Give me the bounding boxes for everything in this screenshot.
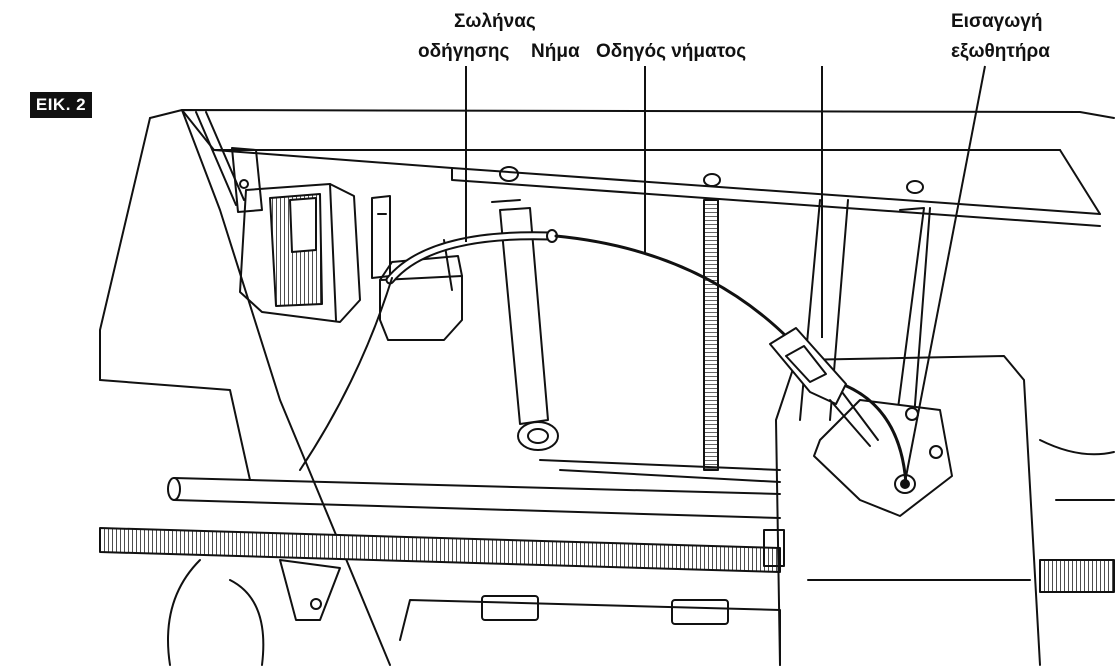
- label-feed-tube-line2: οδήγησης: [418, 41, 510, 62]
- label-feed-tube-line1: Σωλήνας: [454, 11, 536, 32]
- top-frame: [149, 109, 1115, 227]
- filament-guide: [769, 327, 879, 447]
- label-filament: Νήμα: [531, 41, 580, 62]
- left-housing: [99, 109, 391, 666]
- leader-extruder-inlet: [904, 65, 986, 483]
- drive-belt: [99, 527, 1115, 593]
- callout-leaders: [465, 65, 986, 483]
- lower-frame: [167, 559, 781, 666]
- figure-number-badge: ΕΙΚ. 2: [30, 92, 92, 118]
- label-extruder-inlet-line1: Εισαγωγή: [951, 11, 1043, 32]
- vertical-rods: [491, 199, 931, 471]
- label-extruder-inlet-line2: εξωθητήρα: [951, 41, 1050, 62]
- horizontal-rod: [99, 379, 781, 519]
- feed-tube: [299, 229, 558, 471]
- extruder-carriage: [775, 355, 1115, 666]
- extruder-inlet-plate: [813, 399, 953, 517]
- motor-block: [239, 183, 361, 323]
- tube-clip: [371, 195, 463, 341]
- label-filament-guide: Οδηγός νήματος: [596, 41, 747, 62]
